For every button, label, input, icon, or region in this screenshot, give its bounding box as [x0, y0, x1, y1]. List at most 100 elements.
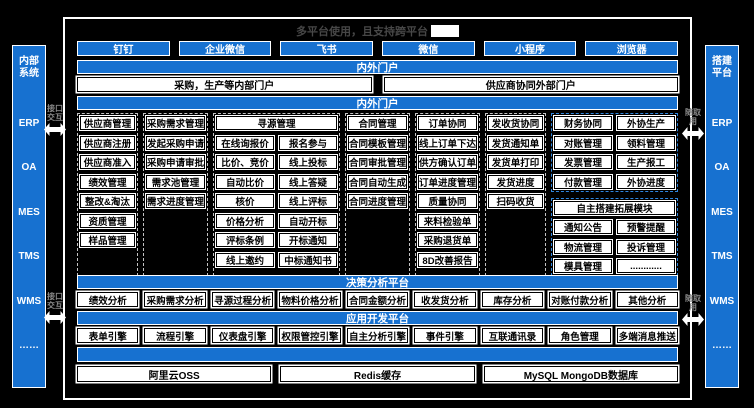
double-arrow-icon — [682, 313, 704, 326]
module-cell: 供方确认订单 — [418, 155, 478, 169]
module-cell: 预警提醒 — [617, 220, 675, 234]
module-cell: 报名参与 — [278, 135, 337, 150]
modules-grid: 供应商管理供应商注册供应商准入绩效管理整改&淘汰资质管理样品管理 采购需求管理发… — [77, 113, 678, 276]
module-cell: 来料检验单 — [418, 213, 478, 228]
double-arrow-icon — [44, 123, 66, 136]
system-label: …… — [712, 340, 732, 352]
module-cell: 采购退货单 — [418, 233, 478, 247]
infrastructure-box: MySQL MongoDB数据库 — [483, 366, 678, 382]
module-cell: 采购申请审批 — [145, 155, 205, 169]
sourcing-header: 寻源管理 — [216, 116, 337, 130]
sourcing-group: 寻源管理 在线询报价报名参与比价、竞价线上投标自动比价线上答疑核价线上评标价格分… — [213, 113, 340, 276]
system-label: TMS — [18, 251, 40, 263]
connector-label: 接口交互 — [47, 292, 63, 310]
module-cell: 8D改善报告 — [418, 252, 478, 267]
engine-box: 事件引擎 — [414, 328, 476, 343]
connector-label: 随取用 — [685, 294, 701, 312]
module-cell: 订单协同 — [418, 116, 478, 130]
module-cell: 合同审批管理 — [347, 155, 407, 169]
system-label: MES — [18, 206, 40, 218]
infrastructure-row: 阿里云OSS Redis缓存 MySQL MongoDB数据库 — [77, 366, 678, 382]
infrastructure-box: 阿里云OSS — [77, 366, 272, 382]
module-cell: 外协进度 — [617, 174, 675, 189]
app-dev-row: 表单引擎流程引擎仪表盘引擎权限管控引擎自主分析引擎事件引擎互联通讯录角色管理多端… — [77, 328, 678, 343]
analysis-box: 库存分析 — [481, 292, 544, 307]
module-cell: 发收货协同 — [488, 116, 544, 130]
left-connector-bottom: 接口交互 — [42, 292, 68, 324]
modules-bar: 内外门户 — [77, 96, 678, 110]
module-cell: 发货单打印 — [488, 155, 544, 169]
channel-button: 小程序 — [483, 41, 577, 56]
double-arrow-icon — [682, 127, 704, 140]
channel-button: 企业微信 — [178, 41, 272, 56]
module-cell: 发起采购申请 — [145, 135, 205, 150]
module-cell: 财务协同 — [554, 116, 612, 130]
double-arrow-icon — [44, 311, 66, 324]
engine-box: 互联通讯录 — [481, 328, 544, 343]
channel-button: 微信 — [382, 41, 475, 56]
module-cell: 价格分析 — [216, 213, 274, 228]
channel-button: 浏览器 — [585, 41, 679, 56]
analysis-box: 绩效分析 — [77, 292, 139, 307]
module-cell: 对账管理 — [554, 135, 612, 150]
module-cell: 生产报工 — [617, 155, 675, 169]
engine-box: 仪表盘引擎 — [211, 328, 274, 343]
channel-button: 钉钉 — [77, 41, 170, 56]
module-cell: 合同模板管理 — [347, 135, 407, 150]
infrastructure-bar — [77, 347, 678, 362]
module-cell: 比价、竞价 — [216, 155, 274, 169]
diagram-title-row: 多平台使用，且支持跨平台 — [77, 23, 678, 38]
module-cell: 合同进度管理 — [347, 194, 407, 208]
module-cell: 发票管理 — [554, 155, 612, 169]
module-cell: 样品管理 — [80, 233, 135, 247]
portal-bar: 内外门户 — [77, 60, 678, 74]
system-label: WMS — [16, 295, 42, 307]
channel-button-row: 钉钉企业微信飞书微信小程序浏览器 — [77, 41, 679, 56]
engine-box: 多端消息推送 — [616, 328, 678, 343]
analysis-box: 采购需求分析 — [144, 292, 206, 307]
right-connector-bottom: 随取用 — [680, 294, 706, 326]
internal-systems-header: 内部系统 — [19, 56, 39, 79]
diagram-title: 多平台使用，且支持跨平台 — [296, 25, 428, 38]
main-architecture-panel: 多平台使用，且支持跨平台 钉钉企业微信飞书微信小程序浏览器 内外门户 采购，生产… — [63, 17, 692, 400]
left-connector-top: 接口交互 — [42, 104, 68, 136]
module-cell: 整改&淘汰 — [80, 194, 135, 208]
module-cell: 在线询报价 — [216, 135, 274, 150]
system-label: ERP — [711, 117, 733, 129]
module-cell: 质量协同 — [418, 194, 478, 208]
module-cell: 线上投标 — [278, 155, 337, 169]
system-label: TMS — [711, 251, 733, 263]
custom-extension-header: 自主搭建拓展模块 — [554, 200, 675, 215]
engine-box: 表单引擎 — [77, 328, 139, 343]
redaction-box — [431, 24, 459, 37]
delivery-column: 发收货协同发货通知单发货单打印发货进度扫码收货 — [485, 113, 547, 276]
analysis-box: 物料价格分析 — [279, 292, 341, 307]
module-cell: 通知公告 — [554, 220, 612, 234]
module-cell: 扫码收货 — [488, 194, 544, 208]
infrastructure-box: Redis缓存 — [280, 366, 475, 382]
module-cell: 外协生产 — [617, 116, 675, 130]
portal-box: 采购，生产等内部门户 — [77, 77, 372, 92]
module-cell: 发货通知单 — [488, 135, 544, 150]
demand-column: 采购需求管理发起采购申请采购申请审批需求池管理需求进度管理 — [142, 113, 208, 276]
module-cell: 核价 — [216, 194, 274, 208]
system-label: …… — [19, 340, 39, 352]
connector-label: 随取用 — [685, 108, 701, 126]
finance-outsourcing-group: 财务协同外协生产对账管理领料管理发票管理生产报工付款管理外协进度 — [551, 113, 678, 192]
module-cell: 需求进度管理 — [145, 194, 205, 208]
module-cell: 投诉管理 — [617, 239, 675, 254]
module-cell: 供应商准入 — [80, 155, 135, 169]
module-cell: 线上邀约 — [216, 252, 274, 267]
system-label: MES — [711, 206, 733, 218]
analysis-box: 寻源过程分析 — [211, 292, 274, 307]
module-cell: 线上评标 — [278, 194, 337, 208]
finance-custom-stack: 财务协同外协生产对账管理领料管理发票管理生产报工付款管理外协进度 自主搭建拓展模… — [551, 113, 678, 276]
module-cell: 需求池管理 — [145, 174, 205, 189]
module-cell: 物流管理 — [554, 239, 612, 254]
module-cell: 开标通知 — [278, 233, 337, 247]
module-cell: 模具管理 — [554, 259, 612, 273]
module-cell: 采购需求管理 — [145, 116, 205, 130]
